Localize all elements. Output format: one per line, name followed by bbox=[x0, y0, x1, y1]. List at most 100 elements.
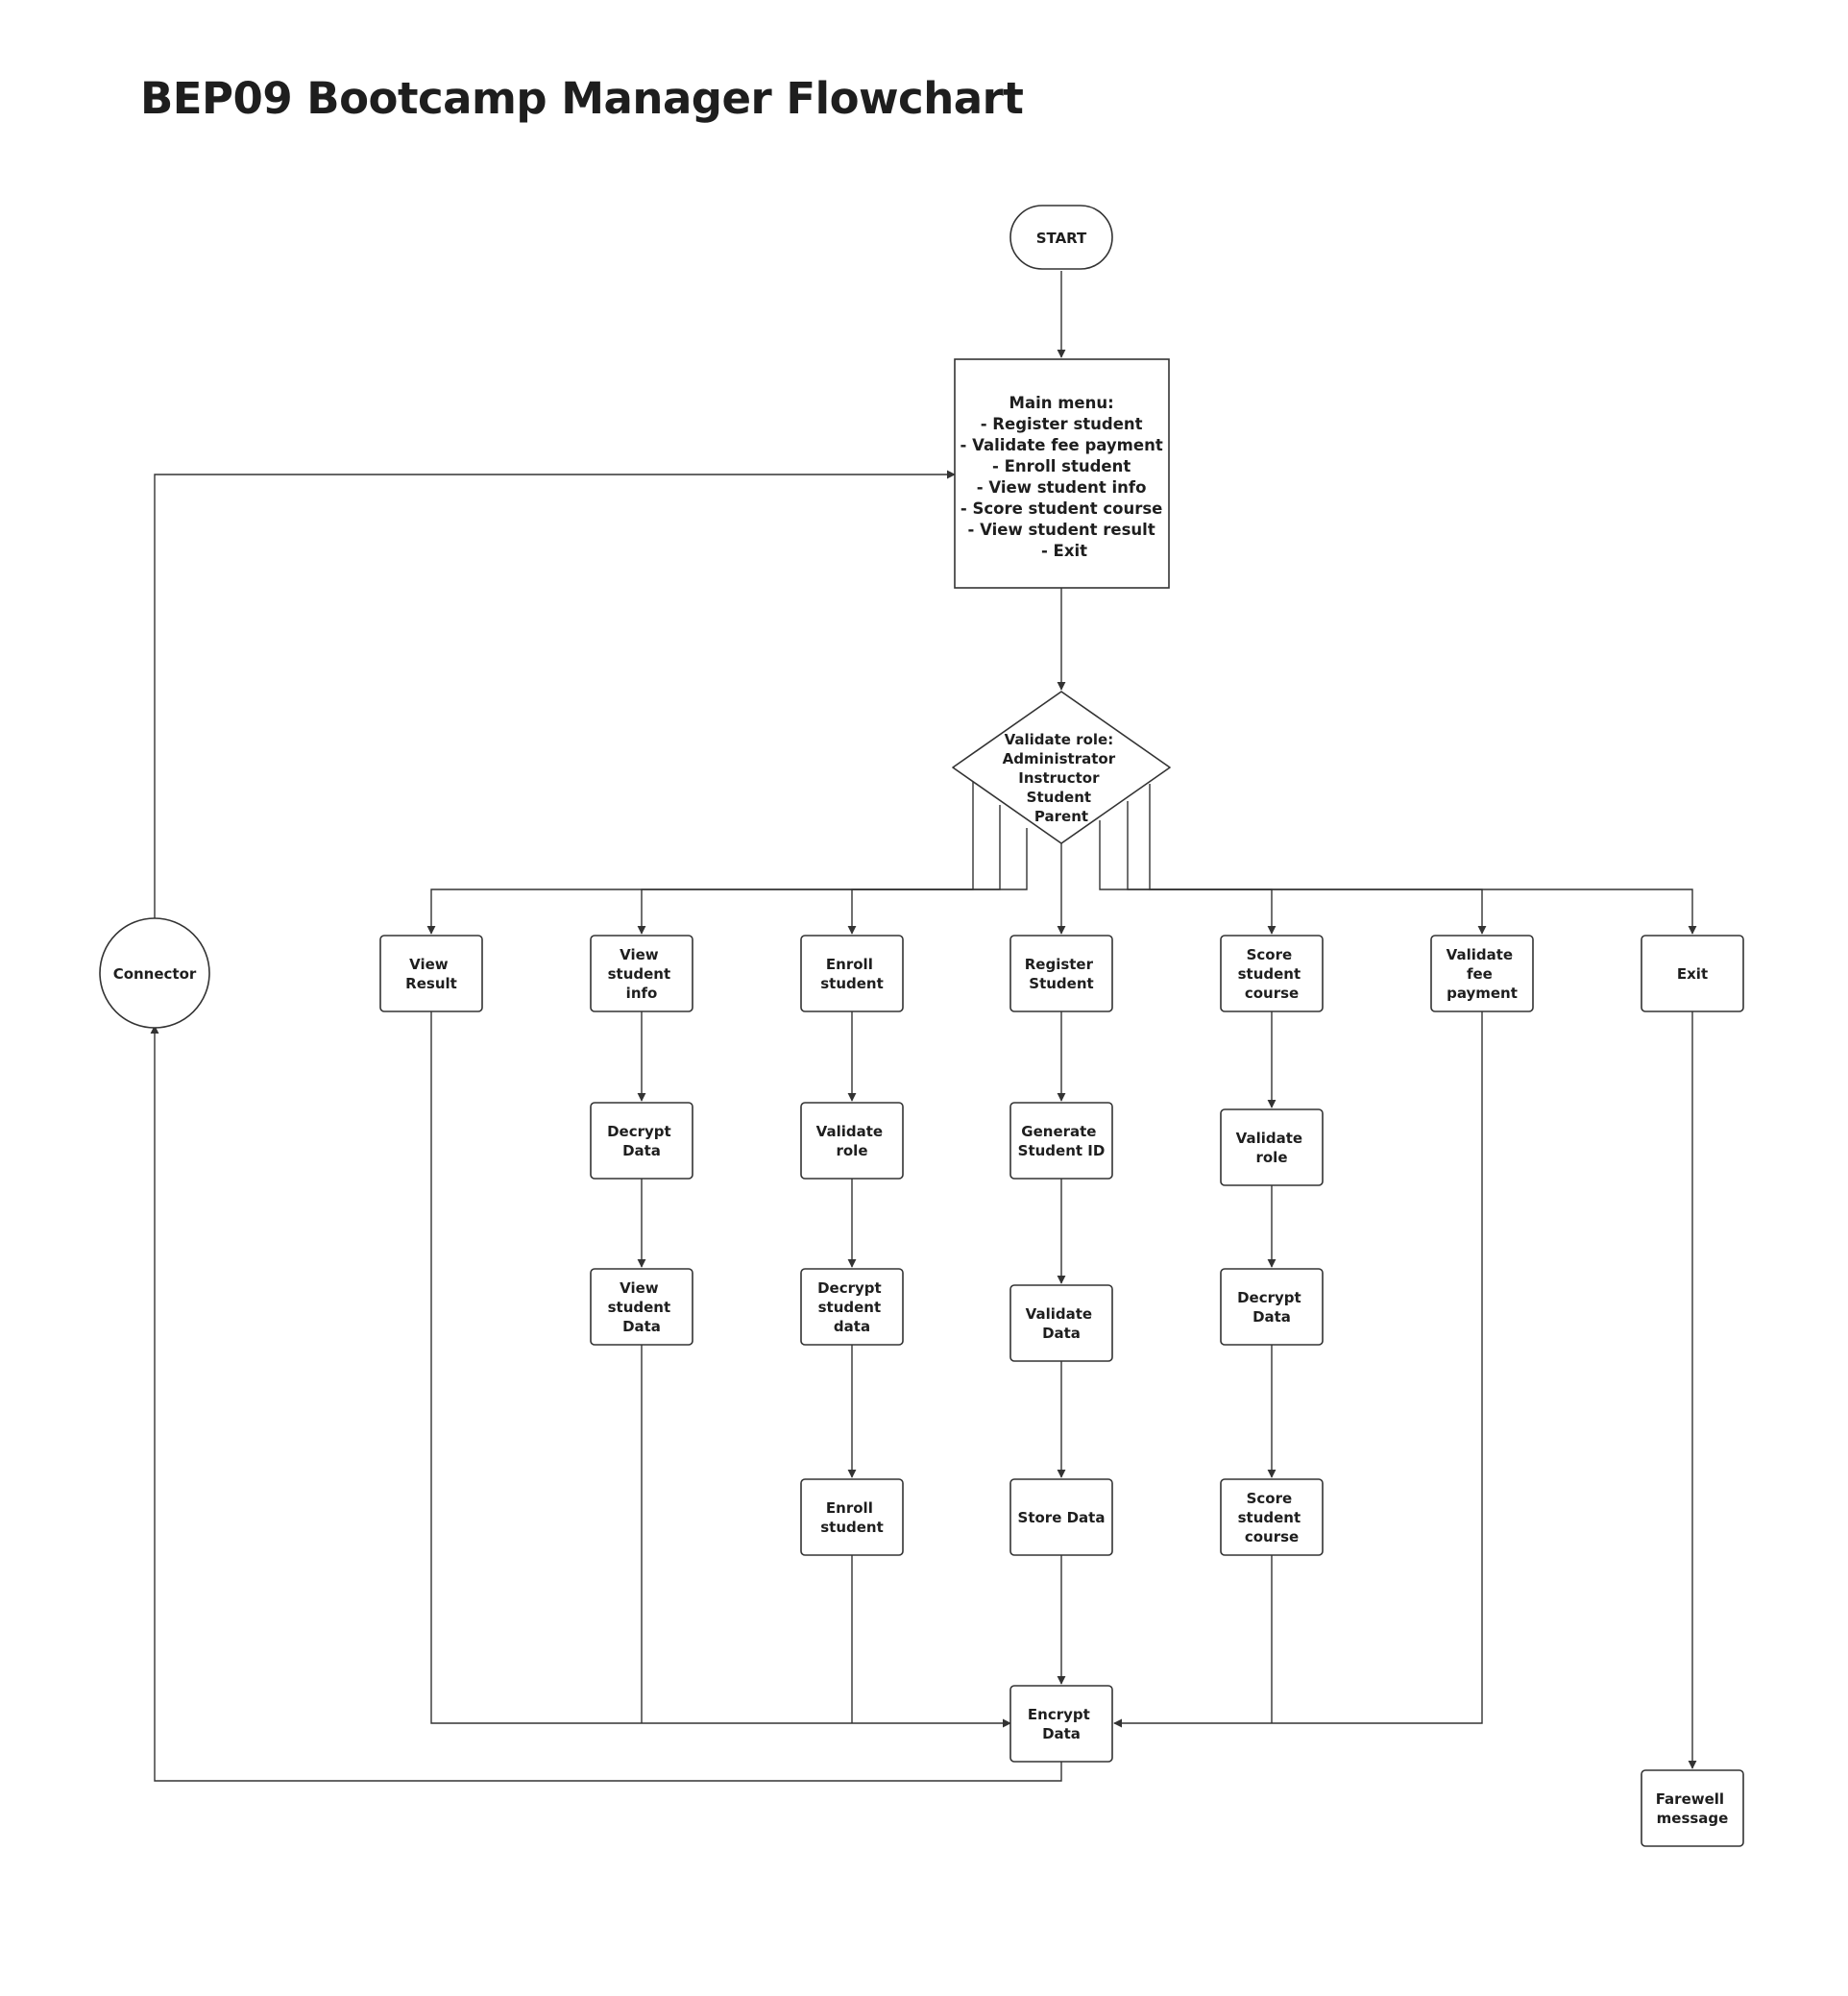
node-label-line: Farewell bbox=[1656, 1790, 1724, 1808]
register-student-node: Register Student bbox=[1009, 935, 1113, 1012]
svg-text:Generate Student ID: Generate Student ID bbox=[1018, 1123, 1106, 1159]
svg-text:Validate Data: Validate Data bbox=[1026, 1305, 1098, 1342]
node-label-line: Validate bbox=[1026, 1305, 1092, 1323]
main-menu-line: - Validate fee payment bbox=[960, 436, 1163, 454]
svg-text:Connector: Connector bbox=[113, 965, 197, 983]
validate-role-decision: Validate role: Administrator Instructor … bbox=[952, 691, 1171, 844]
svg-text:Enroll student: Enroll student bbox=[820, 956, 884, 992]
svg-text:Decrypt Data: Decrypt Data bbox=[1237, 1289, 1306, 1326]
node-label-line: payment bbox=[1447, 985, 1518, 1002]
node-label-line: Validate bbox=[1236, 1130, 1302, 1147]
node-label-line: student bbox=[820, 1519, 884, 1536]
node-label-line: role bbox=[836, 1142, 867, 1159]
validate-fee-payment-node: Validate fee payment bbox=[1430, 935, 1534, 1012]
edge-validate-fee-to-encrypt bbox=[1113, 1011, 1483, 1728]
generate-student-id-node: Generate Student ID bbox=[1009, 1102, 1113, 1180]
main-menu-node: Main menu: - Register student - Validate… bbox=[954, 358, 1170, 589]
svg-text:View Result: View Result bbox=[405, 956, 457, 992]
svg-text:View student Data: View student Data bbox=[608, 1279, 676, 1335]
node-label-line: course bbox=[1245, 1528, 1299, 1546]
node-label-line: Data bbox=[622, 1318, 661, 1335]
node-label-line: fee bbox=[1467, 965, 1493, 983]
svg-text:Encrypt Data: Encrypt Data bbox=[1028, 1706, 1095, 1742]
node-label-line: View bbox=[620, 1279, 659, 1297]
decision-line: Parent bbox=[1034, 808, 1088, 825]
page-title: BEP09 Bootcamp Manager Flowchart bbox=[140, 73, 1024, 124]
svg-text:Validate fee payme: Validate fee payment bbox=[1447, 946, 1519, 1002]
node-label-line: View bbox=[620, 946, 659, 963]
node-label-line: role bbox=[1255, 1149, 1287, 1166]
svg-text:Decrypt Data: Decrypt Data bbox=[607, 1123, 676, 1159]
score-student-course-final-node: Score student course bbox=[1220, 1478, 1324, 1556]
edge-decision-to-view-result bbox=[426, 782, 974, 935]
node-label-line: Store Data bbox=[1018, 1509, 1106, 1526]
validate-role-enroll-node: Validate role bbox=[800, 1102, 904, 1180]
node-label-line: Data bbox=[1252, 1308, 1291, 1326]
view-result-node: View Result bbox=[379, 935, 483, 1012]
svg-text:Score student cour: Score student course bbox=[1238, 946, 1306, 1002]
edge-decision-to-score-student-course bbox=[1099, 820, 1277, 935]
svg-text:Validate role: Administr: Validate role: Administrator Instructor … bbox=[1003, 731, 1121, 825]
validate-role-score-node: Validate role bbox=[1220, 1108, 1324, 1186]
validate-data-node: Validate Data bbox=[1009, 1284, 1113, 1362]
node-label-line: Student ID bbox=[1018, 1142, 1106, 1159]
start-node: START bbox=[1009, 205, 1113, 270]
enroll-student-final-node: Enroll student bbox=[800, 1478, 904, 1556]
connector-node: Connector bbox=[99, 917, 210, 1029]
node-label-line: Score bbox=[1247, 1490, 1293, 1507]
node-label-line: info bbox=[626, 985, 658, 1002]
start-label: START bbox=[1036, 230, 1087, 247]
node-label-line: Encrypt bbox=[1028, 1706, 1090, 1723]
svg-text:Validate role: Validate role bbox=[816, 1123, 888, 1159]
node-label-line: Data bbox=[622, 1142, 661, 1159]
edge-decision-to-exit bbox=[1149, 784, 1697, 935]
node-label-line: Decrypt bbox=[607, 1123, 671, 1140]
svg-text:View student info: View student info bbox=[608, 946, 676, 1002]
svg-text:Main menu: - Register st: Main menu: - Register student - Validate… bbox=[960, 394, 1169, 560]
svg-text:Validate role: Validate role bbox=[1236, 1130, 1308, 1166]
decrypt-data-score-node: Decrypt Data bbox=[1220, 1268, 1324, 1346]
decision-line: Student bbox=[1027, 789, 1091, 806]
exit-node: Exit bbox=[1641, 935, 1744, 1012]
main-menu-line: - View student result bbox=[968, 521, 1155, 539]
svg-text:START: START bbox=[1036, 230, 1087, 247]
encrypt-data-node: Encrypt Data bbox=[1009, 1685, 1113, 1763]
node-label-line: Enroll bbox=[826, 956, 873, 973]
edge-decision-to-view-student-info bbox=[637, 805, 1001, 935]
decrypt-student-data-node: Decrypt student data bbox=[800, 1268, 904, 1346]
node-label-line: Student bbox=[1029, 975, 1093, 992]
node-label-line: student bbox=[818, 1299, 882, 1316]
node-label-line: course bbox=[1245, 985, 1299, 1002]
node-label-line: student bbox=[608, 965, 671, 983]
main-menu-line: - Score student course bbox=[960, 499, 1163, 518]
node-label-line: message bbox=[1657, 1810, 1729, 1827]
svg-text:Score student cour: Score student course bbox=[1238, 1490, 1306, 1546]
node-label-line: Score bbox=[1247, 946, 1293, 963]
svg-text:Enroll student: Enroll student bbox=[820, 1499, 884, 1536]
node-label-line: Generate bbox=[1021, 1123, 1096, 1140]
svg-text:Register Student: Register Student bbox=[1025, 956, 1099, 992]
node-label-line: Register bbox=[1025, 956, 1094, 973]
decision-line: Administrator bbox=[1003, 750, 1116, 767]
node-label-line: student bbox=[1238, 1509, 1301, 1526]
node-label-line: Exit bbox=[1677, 965, 1708, 983]
node-label-line: Data bbox=[1042, 1325, 1081, 1342]
enroll-student-node: Enroll student bbox=[800, 935, 904, 1012]
node-label-line: Decrypt bbox=[817, 1279, 882, 1297]
edge-decision-to-validate-fee-payment bbox=[1127, 801, 1487, 935]
node-label-line: student bbox=[820, 975, 884, 992]
node-label-line: data bbox=[834, 1318, 870, 1335]
main-menu-line: - Register student bbox=[981, 415, 1143, 433]
main-menu-line: Main menu: bbox=[1009, 394, 1114, 412]
edge-decision-to-enroll-student bbox=[847, 828, 1028, 935]
edges bbox=[150, 271, 1697, 1782]
main-menu-line: - Enroll student bbox=[992, 457, 1131, 475]
svg-text:Farewell message: Farewell message bbox=[1656, 1790, 1730, 1827]
decision-line: Validate role: bbox=[1005, 731, 1114, 748]
decision-line: Instructor bbox=[1018, 769, 1100, 787]
view-student-data-node: View student Data bbox=[590, 1268, 693, 1346]
svg-text:Exit: Exit bbox=[1677, 965, 1708, 983]
node-label-line: Result bbox=[405, 975, 457, 992]
store-data-node: Store Data bbox=[1009, 1478, 1113, 1556]
